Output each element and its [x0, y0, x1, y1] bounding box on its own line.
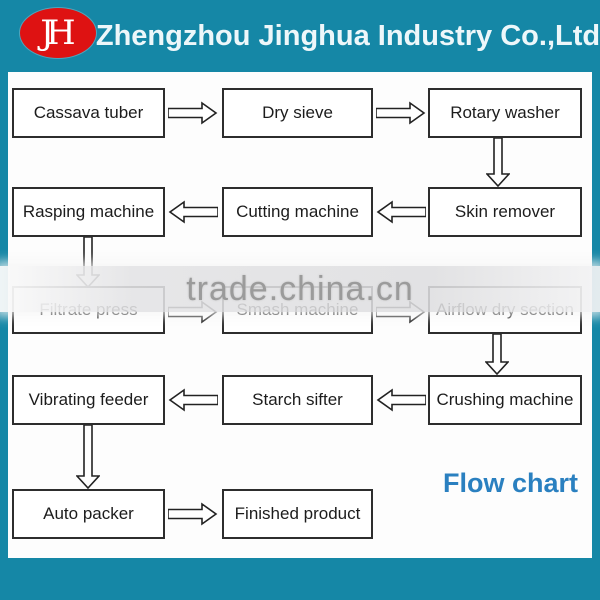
arrow-left-icon: [376, 200, 426, 224]
arrow-right-icon: [168, 101, 218, 125]
flow-node-crushing-machine: Crushing machine: [428, 375, 582, 425]
flow-node-vibrating-feeder: Vibrating feeder: [12, 375, 165, 425]
arrow-down-icon: [485, 334, 509, 375]
watermark-band: trade.china.cn: [0, 266, 600, 312]
arrow-right-icon: [168, 502, 218, 526]
header-banner: JH Zhengzhou Jinghua Industry Co.,Ltd.: [0, 0, 600, 72]
flow-node-starch-sifter: Starch sifter: [222, 375, 373, 425]
arrow-left-icon: [168, 200, 218, 224]
flow-node-skin-remover: Skin remover: [428, 187, 582, 237]
arrow-left-icon: [168, 388, 218, 412]
arrow-left-icon: [376, 388, 426, 412]
company-name: Zhengzhou Jinghua Industry Co.,Ltd.: [95, 19, 600, 52]
company-logo-text: JH: [40, 13, 75, 53]
flow-node-auto-packer: Auto packer: [12, 489, 165, 539]
flow-node-dry-sieve: Dry sieve: [222, 88, 373, 138]
flow-node-finished-product: Finished product: [222, 489, 373, 539]
flow-node-rotary-washer: Rotary washer: [428, 88, 582, 138]
flowchart-panel: Cassava tuber Dry sieve Rotary washer Ra…: [8, 72, 592, 558]
arrow-down-icon: [76, 425, 100, 489]
flow-node-rasping-machine: Rasping machine: [12, 187, 165, 237]
arrow-down-icon: [486, 138, 510, 187]
arrow-right-icon: [376, 101, 426, 125]
flow-node-cassava-tuber: Cassava tuber: [12, 88, 165, 138]
flow-chart-caption: Flow chart: [442, 468, 578, 498]
company-logo: JH: [20, 8, 96, 58]
watermark-text: trade.china.cn: [186, 269, 414, 308]
flow-node-cutting-machine: Cutting machine: [222, 187, 373, 237]
